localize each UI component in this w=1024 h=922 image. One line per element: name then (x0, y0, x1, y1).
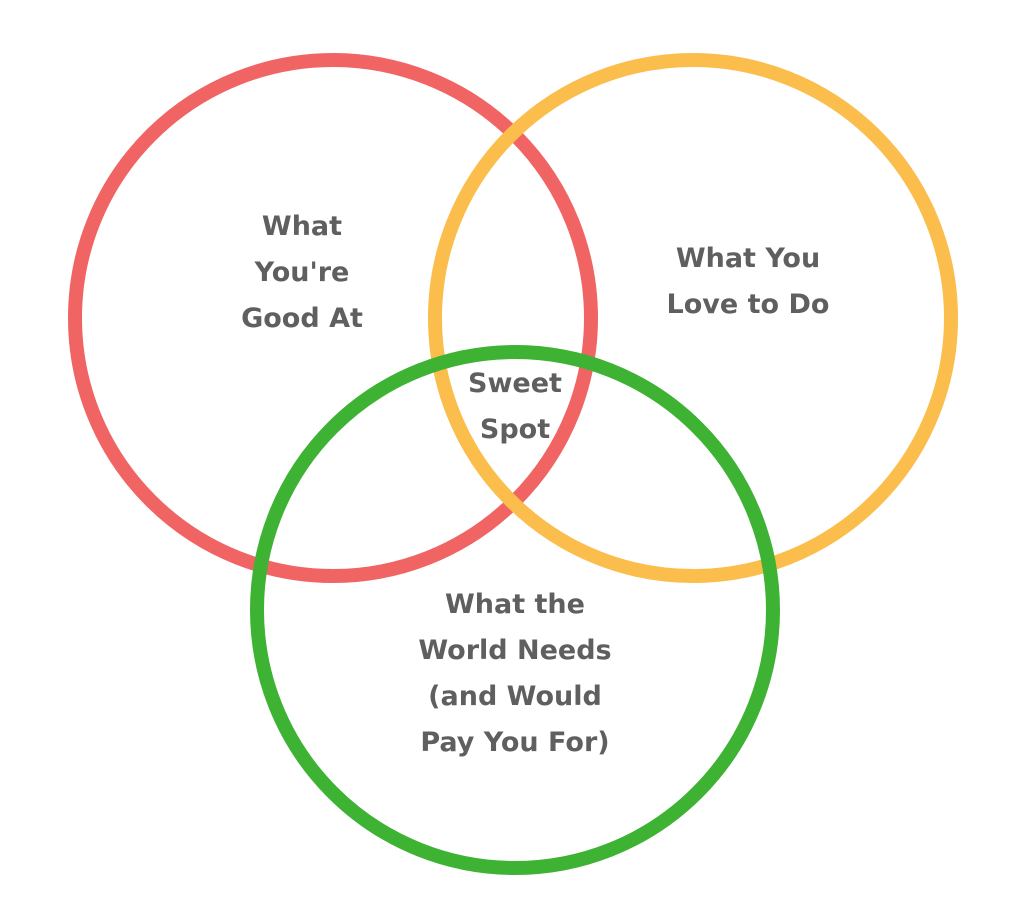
label-sweet-spot-line-2: Spot (479, 414, 551, 445)
label-sweet-spot-line-1: Sweet (468, 368, 562, 399)
label-love-to-do-line-1: What You (675, 243, 821, 274)
label-good-at: What You're Good At (212, 204, 392, 342)
label-love-to-do: What You Love to Do (628, 236, 868, 328)
label-love-to-do-line-2: Love to Do (666, 289, 830, 320)
label-good-at-line-3: Good At (241, 303, 363, 334)
label-good-at-line-2: You're (254, 257, 350, 288)
label-good-at-line-1: What (261, 211, 343, 242)
label-world-needs-line-4: Pay You For) (420, 727, 610, 758)
label-world-needs-line-3: (and Would (428, 681, 602, 712)
circle-world-needs (250, 345, 780, 875)
circle-love-to-do (428, 53, 958, 583)
label-world-needs-line-2: World Needs (418, 635, 612, 666)
label-sweet-spot: Sweet Spot (440, 361, 590, 453)
label-world-needs-line-1: What the (445, 589, 585, 620)
label-world-needs: What the World Needs (and Would Pay You … (385, 582, 645, 766)
circle-good-at (68, 53, 598, 583)
